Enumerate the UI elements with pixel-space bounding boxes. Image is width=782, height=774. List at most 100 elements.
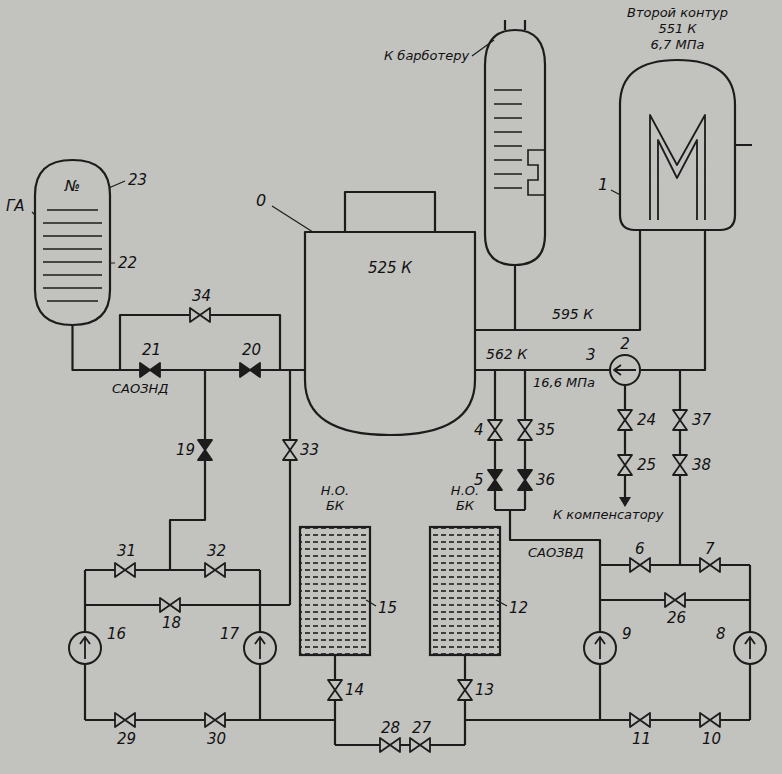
callout-number: 1 bbox=[598, 176, 608, 194]
valve-open bbox=[205, 713, 225, 727]
callout-number: 0 bbox=[256, 192, 266, 210]
callout-number: 26 bbox=[667, 610, 686, 627]
pump-arrow bbox=[614, 365, 636, 375]
pressurizer-water-level bbox=[494, 90, 522, 188]
valve-open bbox=[205, 563, 225, 577]
valve-closed bbox=[198, 440, 212, 460]
annotation-text: Н.О. БК bbox=[445, 484, 485, 514]
valve-open bbox=[283, 440, 297, 460]
valve-closed bbox=[240, 363, 260, 377]
callout-number: 29 bbox=[117, 731, 136, 748]
valve-open bbox=[630, 713, 650, 727]
valve-open bbox=[115, 563, 135, 577]
tube-bundle bbox=[650, 115, 705, 220]
callout-number: 11 bbox=[632, 731, 651, 748]
leader-lines bbox=[32, 40, 626, 606]
callout-number: 10 bbox=[702, 731, 721, 748]
valve-open bbox=[160, 598, 180, 612]
valve-open bbox=[190, 308, 210, 322]
pump-casing bbox=[610, 355, 640, 385]
callout-number: 12 bbox=[509, 600, 528, 617]
vessel-outline bbox=[305, 232, 475, 435]
valve-open bbox=[488, 420, 502, 440]
pump-symbol bbox=[584, 632, 616, 664]
main-pump: 2 bbox=[609, 335, 641, 386]
valve-open bbox=[458, 680, 472, 700]
callout-number: 16 bbox=[107, 626, 126, 643]
valve-closed bbox=[488, 470, 502, 490]
annotation-text: К барботеру bbox=[384, 49, 469, 64]
callout-number: 23 bbox=[128, 172, 147, 189]
pump-symbol bbox=[244, 632, 276, 664]
valve-open bbox=[410, 738, 430, 752]
pump-symbol bbox=[734, 632, 766, 664]
callout-number: 38 bbox=[692, 457, 711, 474]
callout-number: 31 bbox=[117, 543, 136, 560]
hydroaccumulator: № bbox=[35, 160, 110, 325]
pressurizer-heater bbox=[528, 150, 545, 195]
valve-closed bbox=[518, 470, 532, 490]
valve-open bbox=[665, 593, 685, 607]
valve-open bbox=[630, 558, 650, 572]
temperature-label: 595 К bbox=[550, 306, 595, 322]
annotation-text: К компенсатору bbox=[553, 508, 664, 523]
node-text: 525 К bbox=[368, 260, 412, 277]
callout-number: 17 bbox=[220, 626, 239, 643]
callout-number: 7 bbox=[705, 541, 715, 558]
valve-closed bbox=[140, 363, 160, 377]
reactor-vessel: 525 К bbox=[305, 190, 475, 435]
node-text: 551 К bbox=[658, 21, 696, 37]
steam-generator-outline bbox=[620, 60, 735, 230]
valve-open bbox=[518, 420, 532, 440]
valve-open bbox=[618, 455, 632, 475]
valve-open bbox=[700, 713, 720, 727]
callout-number: 27 bbox=[412, 720, 431, 737]
tank-vessel bbox=[300, 527, 370, 655]
callout-number: 18 bbox=[162, 615, 181, 632]
annotation-text: 16,6 МПа bbox=[533, 376, 595, 391]
valve-open bbox=[380, 738, 400, 752]
callout-number: 32 bbox=[207, 543, 226, 560]
callout-number: 19 bbox=[176, 442, 195, 459]
callout-number: 34 bbox=[192, 288, 211, 305]
annotation-text: САОЗВД bbox=[528, 546, 584, 561]
callout-number: 8 bbox=[716, 626, 726, 643]
water-level-lines bbox=[43, 210, 102, 301]
callout-number: 3 bbox=[586, 347, 596, 364]
pipe-connector bbox=[475, 369, 609, 371]
pipe-connector bbox=[475, 230, 640, 330]
temperature-label: 562 К bbox=[484, 346, 529, 362]
valve-open bbox=[115, 713, 135, 727]
main-pump-outline bbox=[609, 354, 641, 386]
valve-open bbox=[618, 410, 632, 430]
vessel-lid bbox=[345, 192, 435, 232]
annotation-text: Н.О. БК bbox=[315, 484, 355, 514]
callout-number: 14 bbox=[345, 682, 364, 699]
callout-number: 20 bbox=[242, 342, 261, 359]
vessel-outline bbox=[35, 160, 110, 325]
valve-open bbox=[328, 680, 342, 700]
valve-open bbox=[700, 558, 720, 572]
callout-number: 4 bbox=[474, 422, 484, 439]
pump-symbol bbox=[69, 632, 101, 664]
pipes bbox=[85, 20, 752, 745]
callout-number: 36 bbox=[536, 472, 555, 489]
callout-number: 21 bbox=[142, 342, 161, 359]
node-text: 6,7 МПа bbox=[651, 37, 705, 53]
callout-number: 28 bbox=[381, 720, 400, 737]
node-text: № bbox=[65, 178, 81, 195]
pipe-connector bbox=[73, 325, 306, 370]
callout-number: 9 bbox=[622, 626, 632, 643]
callout-number: 15 bbox=[378, 600, 397, 617]
tank-vessel bbox=[430, 527, 500, 655]
callout-number: 33 bbox=[300, 442, 319, 459]
callout-number: 22 bbox=[118, 255, 137, 272]
vessel-outline bbox=[620, 60, 735, 230]
flow-arrowhead bbox=[619, 497, 631, 507]
reactor-vessel-outline bbox=[305, 190, 475, 435]
callout-number: 25 bbox=[637, 457, 656, 474]
callout-number: 35 bbox=[536, 422, 555, 439]
node-text: 2 bbox=[620, 335, 630, 353]
annotation-text: ГА bbox=[6, 198, 25, 215]
callout-number: 24 bbox=[637, 412, 656, 429]
